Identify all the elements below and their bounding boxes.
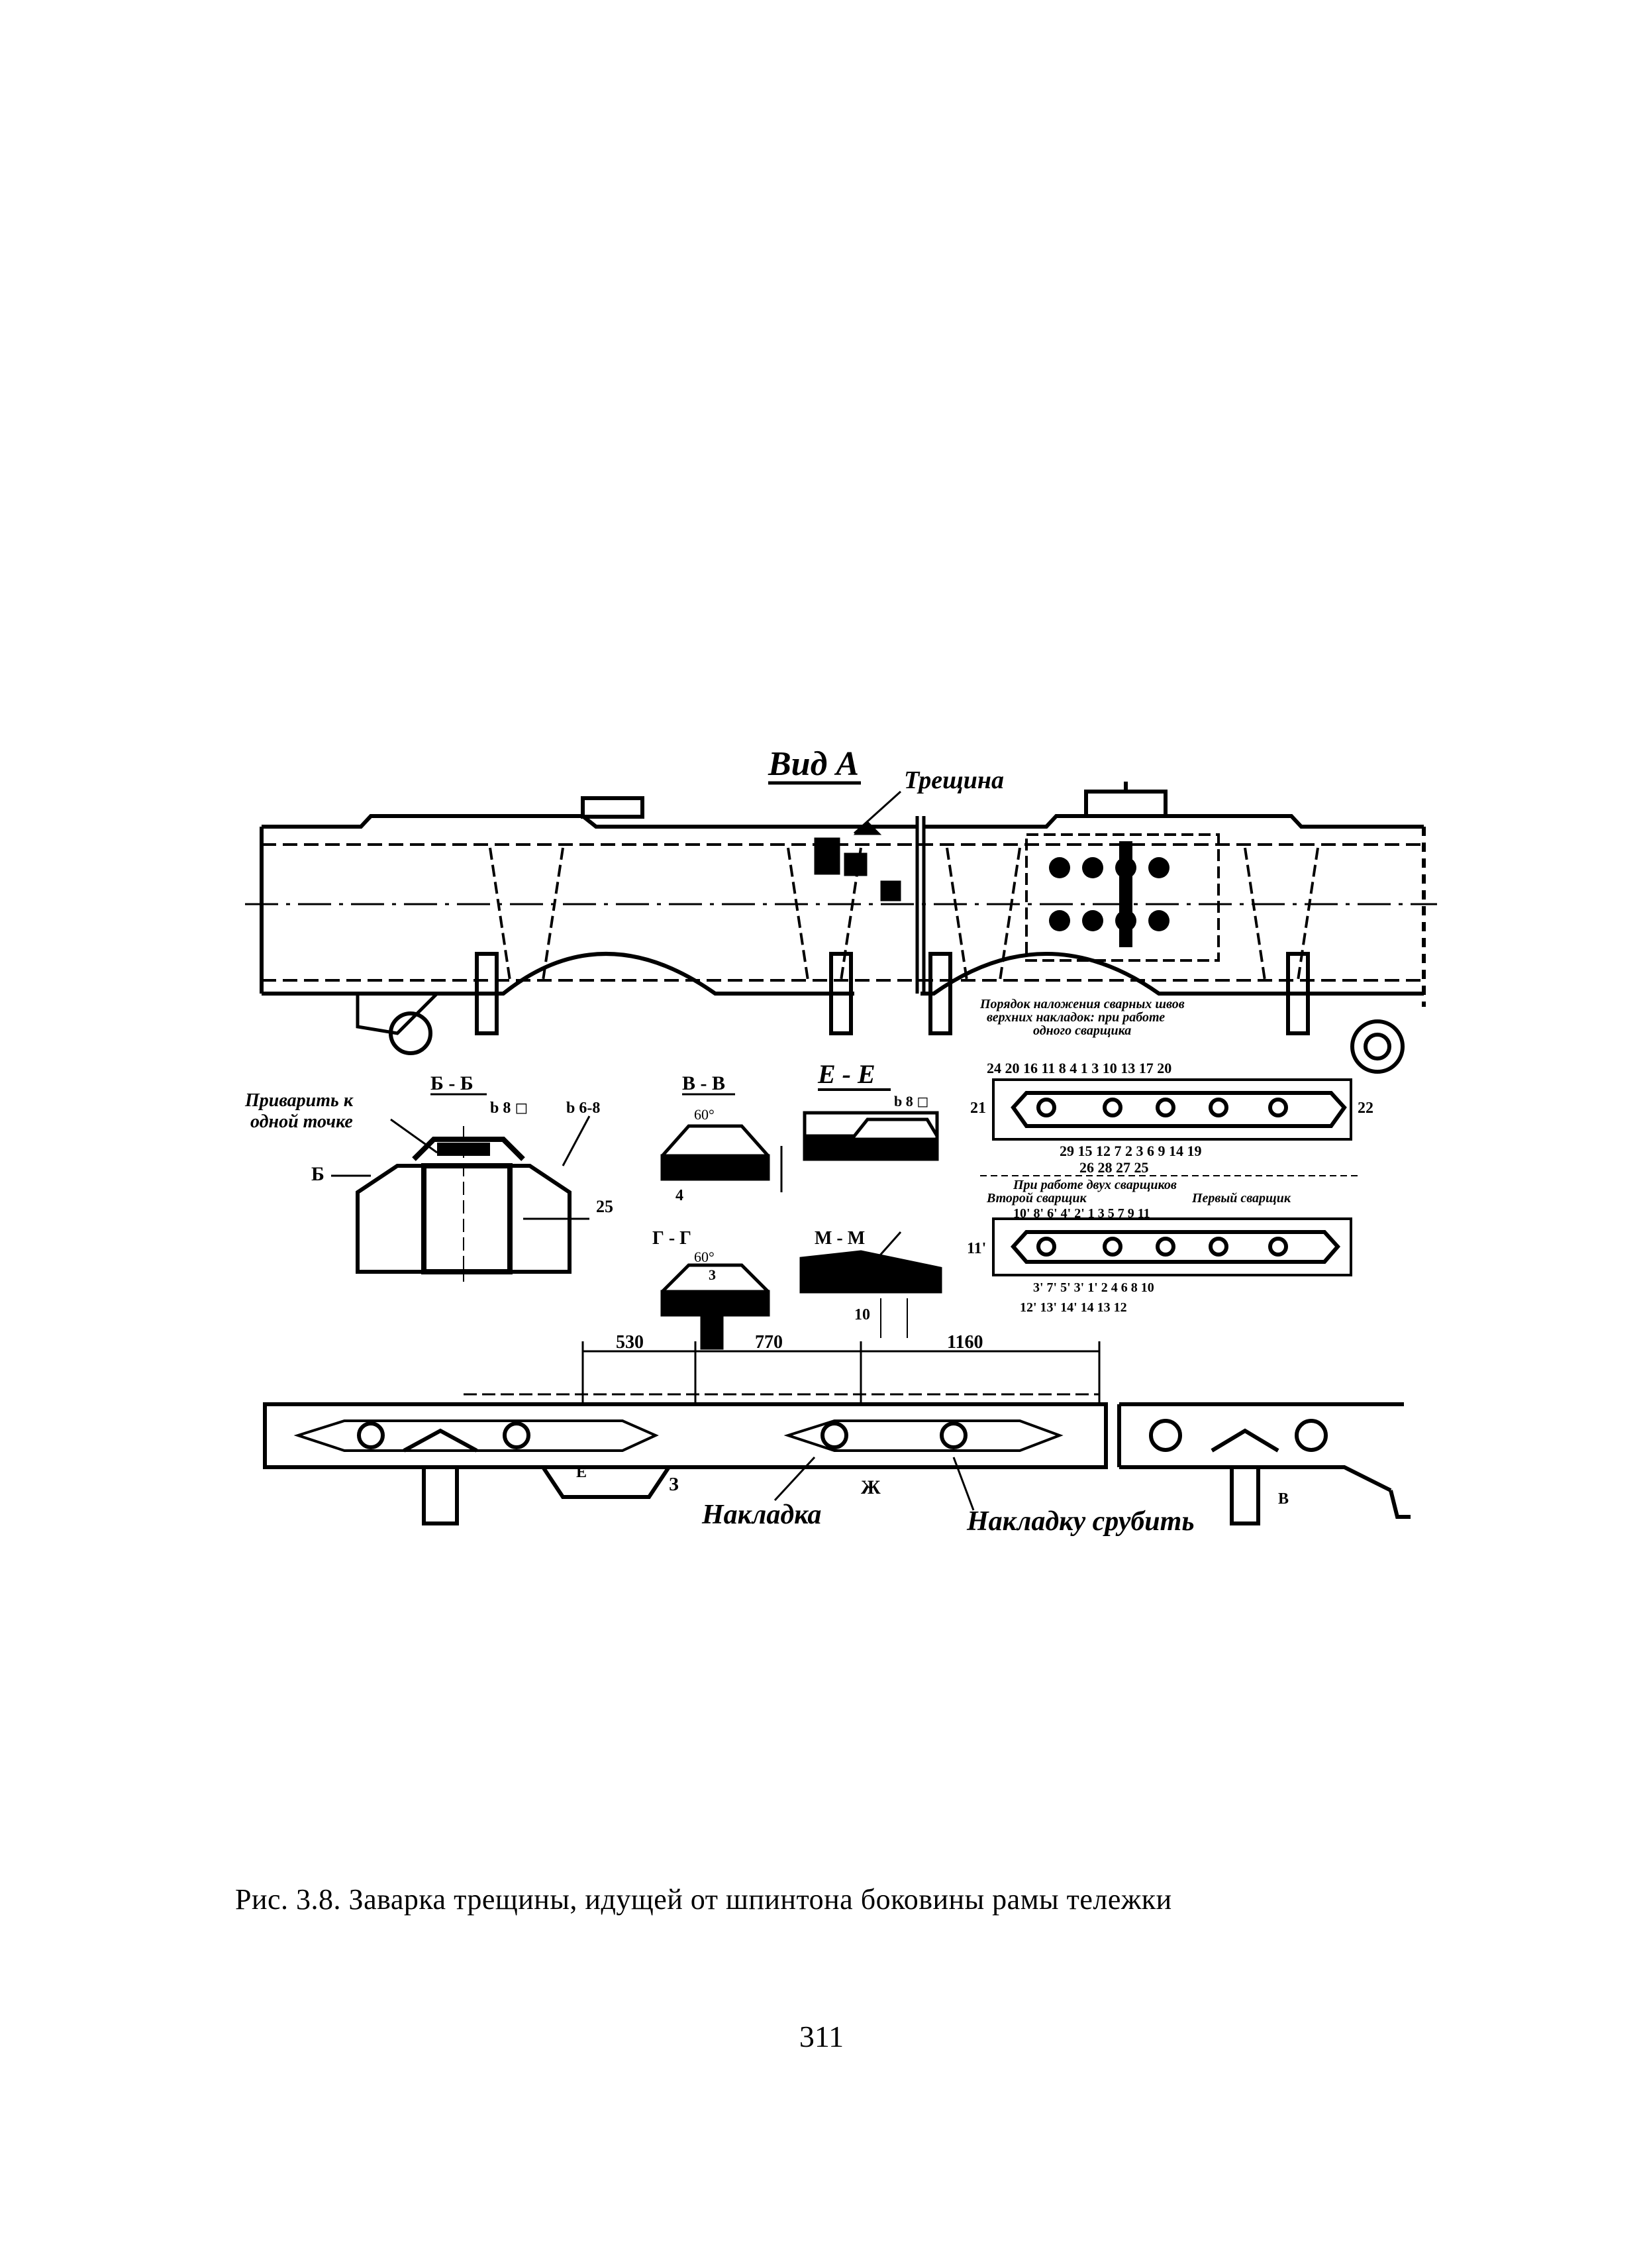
weld-plate-two [992,1217,1352,1276]
bottom-plan-view [263,1393,1411,1525]
dim-25: 25 [596,1197,613,1216]
weld-plate-one [992,1078,1352,1141]
section-gg-drawing [660,1263,770,1350]
dim-1160: 1160 [947,1332,983,1353]
bb-nut [437,1143,490,1156]
figure-caption: Рис. 3.8. Заварка трещины, идущей от шпи… [235,1883,1172,1916]
mm-dim-10: 10 [854,1306,870,1323]
gg-angle: 60° [694,1249,715,1265]
section-mm-title: М - М [815,1228,865,1249]
top-side-left: 21 [970,1100,986,1117]
gg-dim-3: 3 [709,1266,716,1283]
section-gg-title: Г - Г [652,1228,691,1249]
two-welders-title: При работе двух сварщиков [1013,1178,1177,1192]
bb-label-6-8: b 6-8 [566,1100,600,1117]
view-a-title: Вид А [768,745,859,783]
label-cut: Накладку срубить [966,1506,1195,1537]
second-welder: Второй сварщик [986,1191,1087,1206]
vv-angle: 60° [694,1106,715,1123]
page-number: 311 [799,2020,844,2053]
letter-z: З [669,1474,679,1495]
section-vv-title: В - В [682,1072,725,1094]
letter-v: В [1278,1490,1289,1508]
section-vv-drawing [660,1124,783,1192]
letter-e: Е [576,1464,587,1481]
two-seq-upper: 10' 8' 6' 4' 2' 1 3 5 7 9 11 [1013,1206,1150,1221]
two-seq-lower: 3' 7' 5' 3' 1' 2 4 6 8 10 [1033,1280,1154,1295]
dim-530: 530 [616,1332,644,1353]
section-bb-title: Б - Б [430,1072,473,1094]
section-ee-drawing [803,1111,939,1161]
bolt-pattern [1049,841,1170,947]
side-frame-view-a [245,782,1437,1074]
vv-dim-4: 4 [675,1187,683,1204]
two-seq-bottom: 12' 13' 14' 14 13 12 [1020,1300,1127,1315]
top-seq-upper: 24 20 16 11 8 4 1 3 10 13 17 20 [987,1060,1171,1076]
top-seq-lower: 29 15 12 7 2 3 6 9 14 19 [1060,1143,1202,1159]
crack-marks [814,821,901,902]
section-mm-drawing [799,1231,942,1338]
letter-b: Б [311,1163,324,1185]
ee-weld: b 8 ◻ [894,1093,929,1109]
label-overlay: Накладка [701,1500,821,1530]
two-side-left: 11' [967,1240,986,1257]
letter-zh: Ж [861,1476,881,1498]
top-seq-bottom: 26 28 27 25 [1079,1159,1149,1176]
first-welder: Первый сварщик [1191,1191,1291,1206]
bb-label-8: b 8 ◻ [490,1100,528,1117]
crack-label: Трещина [904,766,1004,794]
dim-770: 770 [755,1332,783,1353]
section-ee-title: Е - Е [817,1059,875,1089]
top-side-right: 22 [1358,1100,1373,1117]
